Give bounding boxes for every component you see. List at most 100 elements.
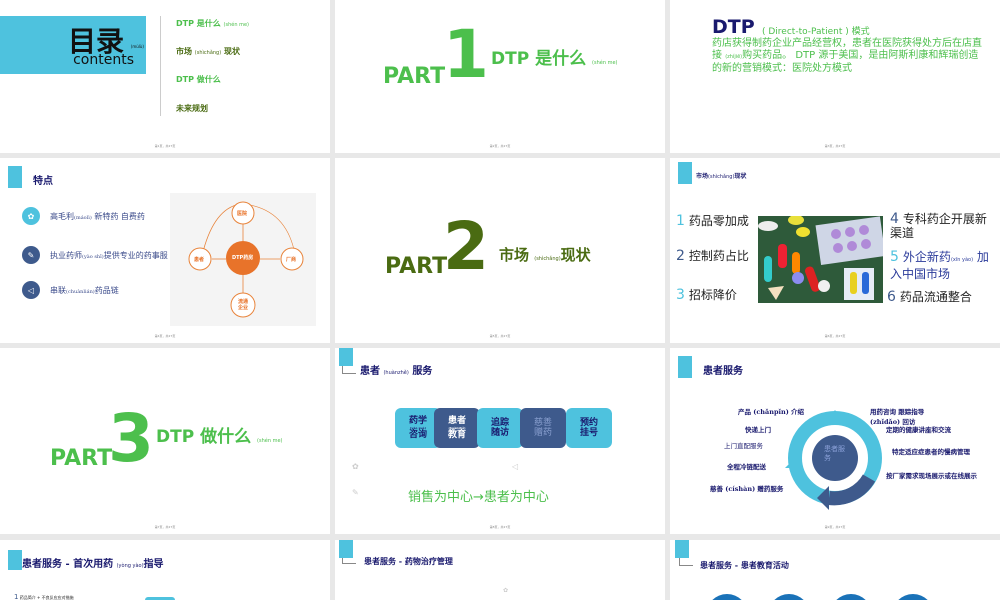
diagram-center-label: DTP药房 [232,255,254,261]
pencil-icon: ✎ [352,488,359,497]
slide-thumbnail-10[interactable]: 患者服务 - 首次用药 (yòng yào)指导 1 药品简介 + 不良反应应对… [0,540,330,600]
part-title: DTP 做什么 (shén me) [156,427,283,447]
slide-footer: 第4页，共27页 [154,334,176,338]
ring-label-left-1: 产品 (chǎnpǐn) 介绍 [738,408,805,416]
ring-center-label: 患者服务 [824,445,845,462]
dtp-relationship-diagram: DTP药房 医院 患者 厂商 流通企业 [170,193,316,326]
header-accent-bar [8,550,22,570]
diagram-node-patient: 患者 [194,257,205,263]
gift-icon: ✿ [503,587,509,594]
slide-title: 特点 [33,176,53,187]
speaker-icon: ◁ [512,462,519,471]
slide-footer: 第6页，共27页 [824,334,846,338]
service-pill-follow-up: 追踪随访 [477,408,523,448]
slide-thumbnail-2[interactable]: PART 1 DTP 是什么 (shén me) 第2页，共27页 [335,0,665,153]
activity-circle-3 [830,594,872,600]
slide-title: 患者 (huànzhě) 服务 [360,366,433,377]
slide-footer: 第5页，共27页 [489,334,511,338]
header-accent-bar [678,162,692,184]
slide-footer: 第3页，共27页 [824,144,846,148]
speaker-icon: ◁ [22,281,40,299]
slide-thumbnail-12[interactable]: 患者服务 - 患者教育活动 [670,540,1000,600]
part-number: 2 [443,208,489,285]
slide-title: 市场(shìchǎng)现状 [696,173,747,180]
ring-label-left-3: 上门直配服务 [724,442,763,450]
ring-label-right-2: (zhǐdǎo) 回访 [870,418,916,426]
toc-title-box: 目录 (mùlù) contents [0,16,146,74]
diagram-node-manufacturer: 厂商 [286,257,297,263]
slide-thumbnail-9[interactable]: 患者服务 患者服务 产品 (chǎnpǐn) 介绍 快递上门 上门直配服务 全程… [670,348,1000,534]
toc-title-pinyin: (mùlù) [130,44,144,49]
part-label: PART [383,64,446,89]
toc-item-3: DTP 做什么 [176,75,221,84]
slide-footer: 第8页，共27页 [489,525,511,529]
slide-title: 患者服务 - 患者教育活动 [700,561,789,570]
guidance-item-1: 1 药品简介 + 不良反应应对措施 [14,593,74,600]
slide-footer: 第1页，共27页 [154,144,176,148]
diagram-node-hospital: 医院 [237,211,248,217]
medicine-pills-image [758,216,883,303]
header-accent-bar [339,540,353,558]
toc-subtitle: contents [73,52,134,68]
toc-title: 目录 [67,25,124,58]
ring-label-right-1: 用药咨询 跟踪指导 [870,408,925,416]
arrow-shape [145,597,175,600]
ring-label-left-4: 全程冷链配送 [727,463,766,471]
ring-label-left-5: 慈善 (císhàn) 赠药服务 [710,485,784,493]
gift-icon: ✿ [352,462,359,471]
slide-thumbnail-4[interactable]: 特点 ✿ 高毛利(máolì) 新特药 自费药 ✎ 执业药师(yào shī)提… [0,158,330,343]
part-label: PART [50,446,113,471]
activity-circle-1 [706,594,748,600]
slide-thumbnail-3[interactable]: DTP ( Direct-to-Patient ) 模式 药店获得制药企业产品经… [670,0,1000,153]
slogan-text: 销售为中心→患者为中心 [408,490,549,505]
ring-label-right-3: 定期的健康讲座和交流 [886,426,951,434]
slide-footer: 第2页，共27页 [489,144,511,148]
service-pill-charity-drugs: 慈善赠药 [520,408,566,448]
feature-item-2: ✎ 执业药师(yào shī)提供专业的药事服 [22,246,168,264]
activity-circle-4 [892,594,934,600]
slide-thumbnail-8[interactable]: 患者 (huànzhě) 服务 药学(yào xué)咨询 患者(huànzhě… [335,348,665,534]
slide-thumbnail-11[interactable]: 患者服务 - 药物治疗管理 ✿ [335,540,665,600]
slide-footer: 第9页，共27页 [824,525,846,529]
toc-item-4: 未来规划 [176,104,208,113]
gift-icon: ✿ [22,207,40,225]
feature-item-3: ◁ 串联(chuànlián)药品链 [22,281,119,299]
header-accent-bar [339,348,353,366]
toc-item-2: 市场 (shìchǎng) 现状 [176,47,240,56]
toc-divider [160,16,161,116]
slide-thumbnail-7[interactable]: PART 3 DTP 做什么 (shén me) 第7页，共27页 [0,348,330,534]
header-accent-bar [678,356,692,378]
part-title: 市场 (shìchǎng)现状 [499,246,591,264]
ring-label-left-2: 快递上门 [745,426,771,434]
dtp-subheading: ( Direct-to-Patient ) 模式 [762,27,870,37]
ring-label-right-5: 按厂家需求现场展示或在线展示 [886,472,977,480]
slide-footer: 第7页，共27页 [154,525,176,529]
pencil-icon: ✎ [22,246,40,264]
part-number: 1 [443,16,489,93]
slide-thumbnail-1[interactable]: 目录 (mùlù) contents DTP 是什么 (shén me) 市场 … [0,0,330,153]
slide-title: 患者服务 - 药物治疗管理 [364,557,453,566]
part-number: 3 [108,400,154,477]
header-accent-bar [8,166,22,188]
slide-title: 患者服务 [703,366,743,377]
diagram-node-distributor: 流通企业 [237,299,248,311]
slide-title: 患者服务 - 首次用药 (yòng yào)指导 [22,559,164,570]
part-label: PART [385,254,448,279]
slide-thumbnail-5[interactable]: PART 2 市场 (shìchǎng)现状 第5页，共27页 [335,158,665,343]
ring-label-right-4: 特定适应症患者的慢病管理 [892,448,970,456]
service-ring-diagram [785,410,882,510]
service-pill-appointment: 预约挂号 [566,408,612,448]
dtp-body-text: 药店获得制药企业产品经营权，患者在医院获得处方后在店直接 (zhíjiē)购买药… [712,38,982,74]
feature-item-1: ✿ 高毛利(máolì) 新特药 自费药 [22,207,145,225]
service-pill-patient-education: 患者(huànzhě)教育 [434,408,480,448]
part-title: DTP 是什么 (shén me) [491,49,618,69]
service-pill-pharmacy-consult: 药学(yào xué)咨询 [395,408,441,448]
